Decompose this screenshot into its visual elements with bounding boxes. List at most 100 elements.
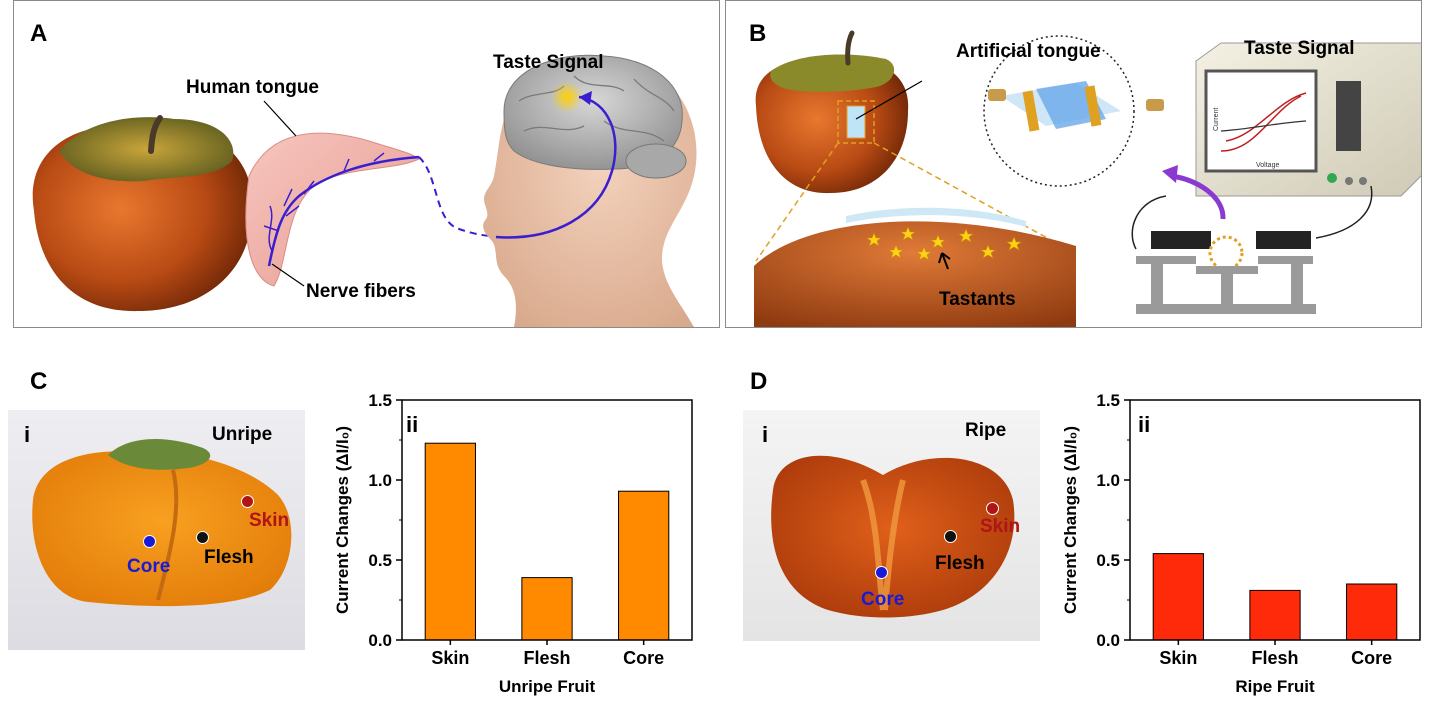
x-axis-label: Ripe Fruit bbox=[1235, 677, 1315, 696]
x-tick-label: Core bbox=[623, 648, 664, 668]
photo-d-roman: i bbox=[762, 422, 769, 447]
bar-skin bbox=[1152, 553, 1204, 641]
taste-signal-label-b: Taste Signal bbox=[1244, 38, 1355, 59]
y-axis-label: Current Changes (ΔI/I₀) bbox=[333, 426, 352, 614]
screen-curves bbox=[1220, 92, 1307, 152]
skin-label-d: Skin bbox=[980, 516, 1021, 537]
cerebellum bbox=[625, 143, 687, 179]
instrument-slot bbox=[1336, 81, 1361, 151]
ripe-label: Ripe bbox=[965, 420, 1007, 441]
y-axis-label: Current Changes (ΔI/I₀) bbox=[1061, 426, 1080, 614]
probe-right bbox=[1146, 99, 1164, 111]
unripe-label: Unripe bbox=[212, 424, 273, 445]
bar-flesh bbox=[521, 577, 573, 641]
clamp-right bbox=[1256, 231, 1311, 249]
sample-circle bbox=[1208, 235, 1244, 271]
y-tick-label: 0.0 bbox=[368, 631, 392, 650]
y-tick-label: 1.0 bbox=[368, 471, 392, 490]
ripe-core bbox=[860, 478, 906, 611]
flesh-marker-d bbox=[944, 530, 957, 543]
purple-arrow bbox=[1170, 173, 1226, 220]
sensor-film bbox=[846, 207, 1026, 227]
port-2 bbox=[1359, 177, 1367, 185]
brain bbox=[503, 54, 683, 170]
cable-left bbox=[1131, 195, 1167, 250]
cable-right bbox=[1315, 185, 1373, 239]
taste-signal-label-a: Taste Signal bbox=[493, 52, 604, 73]
flesh-label-d: Flesh bbox=[935, 553, 985, 574]
unripe-core-line bbox=[156, 469, 179, 601]
x-tick-label: Core bbox=[1351, 648, 1392, 668]
nerve-fibers-label: Nerve fibers bbox=[306, 281, 416, 302]
skin-zoom bbox=[754, 221, 1076, 327]
stage-right-top bbox=[1258, 256, 1313, 264]
panel-c-letter: C bbox=[30, 368, 48, 395]
y-tick-label: 1.5 bbox=[1096, 391, 1120, 410]
tastants-arrow bbox=[938, 252, 951, 270]
probe-left bbox=[988, 89, 1006, 101]
stage-base bbox=[1136, 304, 1316, 314]
power-led bbox=[1327, 173, 1337, 183]
x-tick-label: Flesh bbox=[1251, 648, 1298, 668]
chart-d-roman: ii bbox=[1138, 412, 1151, 437]
y-tick-label: 1.5 bbox=[368, 391, 392, 410]
panel-a-letter: A bbox=[30, 20, 48, 47]
sensor-patch bbox=[846, 105, 866, 139]
panel-b-letter: B bbox=[749, 20, 767, 47]
persimmon-fruit-b bbox=[755, 58, 909, 194]
skin-label-c: Skin bbox=[249, 510, 290, 531]
nerve-fiber-branches bbox=[263, 152, 385, 252]
x-axis-label: Unripe Fruit bbox=[499, 677, 596, 696]
ripe-fruit-photo bbox=[743, 410, 1040, 641]
human-tongue-leader bbox=[263, 100, 297, 137]
core-label-d: Core bbox=[861, 589, 905, 610]
y-tick-label: 0.5 bbox=[368, 551, 392, 570]
y-tick-label: 0.0 bbox=[1096, 631, 1120, 650]
x-tick-label: Skin bbox=[1159, 648, 1197, 668]
persimmon-stem bbox=[148, 115, 163, 154]
panel-d-letter: D bbox=[750, 368, 768, 395]
electrode-right bbox=[1084, 85, 1102, 127]
panel-b-illustration: Current Voltage bbox=[754, 30, 1421, 327]
screen-curve-dark bbox=[1220, 120, 1307, 132]
zoom-line-right bbox=[873, 142, 1072, 252]
x-tick-label: Skin bbox=[431, 648, 469, 668]
persimmon-calyx bbox=[59, 117, 234, 182]
instrument-screen bbox=[1204, 69, 1318, 173]
x-tick-label: Flesh bbox=[523, 648, 570, 668]
y-tick-label: 0.5 bbox=[1096, 551, 1120, 570]
nerve-dashed-path bbox=[418, 156, 495, 237]
human-tongue-label: Human tongue bbox=[186, 77, 319, 98]
stage-left-top bbox=[1136, 256, 1196, 264]
port-1 bbox=[1345, 177, 1353, 185]
tastants-label: Tastants bbox=[939, 289, 1016, 310]
stage-mid bbox=[1196, 266, 1258, 274]
skin-marker-c bbox=[241, 495, 254, 508]
stage-leg-2 bbox=[1221, 274, 1233, 304]
tastant-stars bbox=[866, 226, 1022, 261]
core-marker-c bbox=[143, 535, 156, 548]
flesh-label-c: Flesh bbox=[204, 547, 254, 568]
zoom-box bbox=[837, 100, 875, 144]
artificial-tongue-label: Artificial tongue bbox=[956, 41, 1101, 62]
taste-signal-glow bbox=[551, 81, 583, 113]
brain-folds bbox=[518, 75, 675, 142]
unripe-fruit-photo bbox=[8, 410, 305, 650]
electrode-left bbox=[1022, 90, 1040, 132]
screen-x-label: Voltage bbox=[1256, 162, 1279, 169]
persimmon-calyx-b bbox=[770, 54, 895, 92]
y-tick-label: 1.0 bbox=[1096, 471, 1120, 490]
stage-leg-3 bbox=[1291, 264, 1303, 304]
chart-c-roman: ii bbox=[406, 412, 419, 437]
flesh-marker-c bbox=[196, 531, 209, 544]
skin-marker-d bbox=[986, 502, 999, 515]
signal-arrowhead bbox=[579, 91, 592, 105]
bar-flesh bbox=[1249, 589, 1301, 641]
nerve-fibers-leader bbox=[271, 263, 305, 287]
panel-a-illustration bbox=[32, 54, 697, 327]
core-label-c: Core bbox=[127, 556, 171, 577]
unripe-flesh bbox=[32, 451, 292, 607]
nerve-fiber-main bbox=[267, 155, 420, 267]
